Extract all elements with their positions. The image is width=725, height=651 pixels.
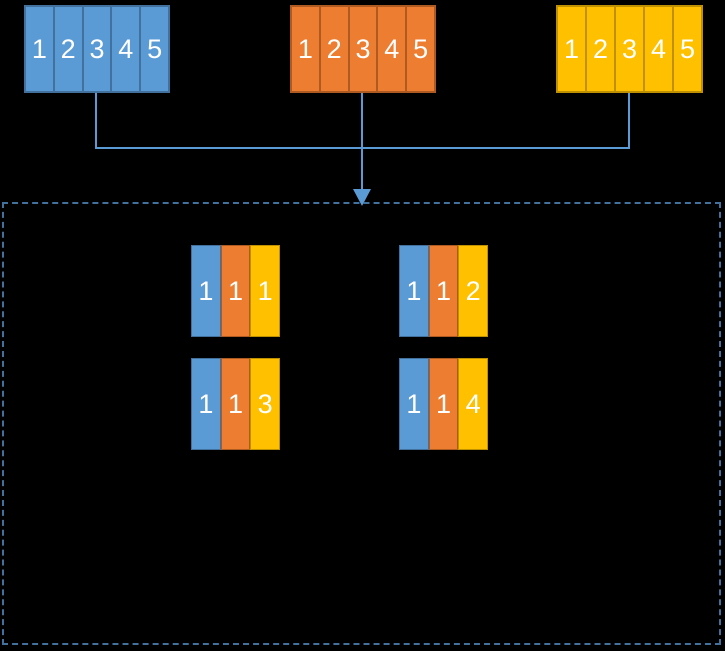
arrow-down-icon [353, 189, 371, 206]
source-cell: 3 [350, 7, 379, 91]
source-cell: 4 [378, 7, 408, 91]
combo-cell-orange: 1 [220, 358, 251, 450]
combo-cell-blue: 1 [399, 358, 429, 450]
connector-line-orange [361, 93, 363, 197]
combo-cell-yellow: 4 [458, 358, 489, 450]
source-cell: 1 [26, 7, 55, 91]
result-combination: 1 1 4 [399, 358, 489, 450]
combo-cell-orange: 1 [220, 245, 251, 337]
source-cell: 3 [616, 7, 645, 91]
source-cell: 3 [84, 7, 113, 91]
combo-cell-blue: 1 [399, 245, 429, 337]
combo-cell-blue: 1 [191, 245, 221, 337]
source-cell: 2 [55, 7, 84, 91]
result-combination: 1 1 3 [191, 358, 281, 450]
source-cell: 1 [292, 7, 321, 91]
source-cell: 5 [413, 33, 429, 64]
source-cell: 2 [587, 7, 616, 91]
combo-cell-yellow: 3 [250, 358, 281, 450]
source-cell: 5 [147, 33, 163, 64]
source-strip-orange: 1 2 3 4 5 [290, 5, 436, 93]
combo-cell-orange: 1 [428, 245, 459, 337]
connector-line-yellow [628, 93, 630, 149]
source-cell: 5 [679, 33, 696, 64]
source-cell: 4 [112, 7, 142, 91]
result-region: 1 1 1 1 1 2 1 1 3 1 1 4 [2, 202, 721, 645]
combo-cell-blue: 1 [191, 358, 221, 450]
combo-cell-yellow: 2 [458, 245, 489, 337]
result-combination: 1 1 2 [399, 245, 489, 337]
source-cell: 2 [321, 7, 350, 91]
source-cell: 4 [645, 7, 674, 91]
combo-cell-yellow: 1 [250, 245, 281, 337]
source-strip-yellow: 1 2 3 4 5 [556, 5, 703, 93]
source-strip-blue: 1 2 3 4 5 [24, 5, 170, 93]
source-cell: 1 [558, 7, 587, 91]
combo-cell-orange: 1 [428, 358, 459, 450]
result-combination: 1 1 1 [191, 245, 281, 337]
connector-line-blue [95, 93, 97, 149]
